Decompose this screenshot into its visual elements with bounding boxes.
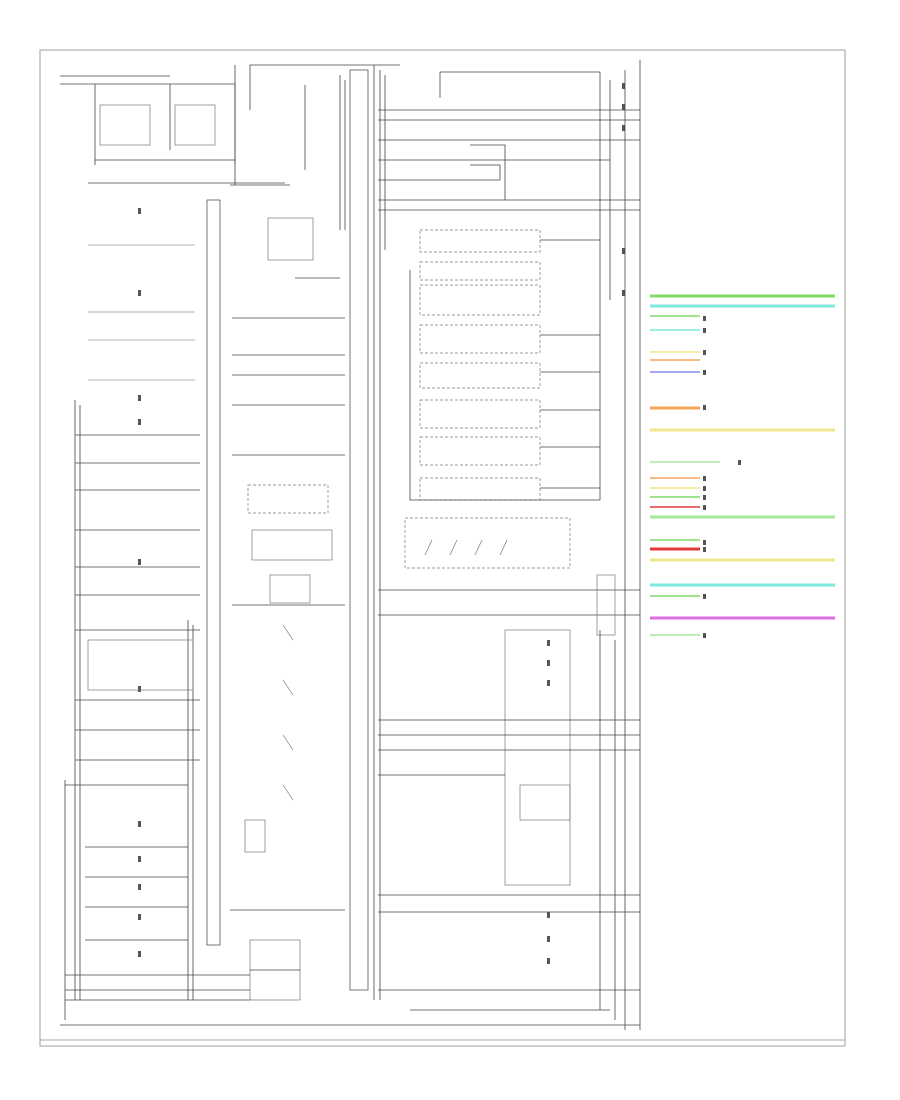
diagram-frame bbox=[39, 49, 846, 1047]
center-left-components bbox=[230, 64, 400, 1001]
right-edge-bus bbox=[624, 60, 641, 1030]
central-harness bbox=[339, 65, 386, 1000]
top-left-switch-group bbox=[60, 75, 285, 184]
module-stack bbox=[409, 229, 600, 501]
left-components bbox=[65, 208, 250, 1001]
left-bus bbox=[64, 400, 194, 1020]
lower-right-unit bbox=[60, 629, 640, 1026]
upper-right-wiring bbox=[378, 71, 640, 500]
color-wire-legend bbox=[650, 294, 835, 638]
relay-box bbox=[378, 517, 640, 636]
left-main-connector bbox=[206, 199, 221, 946]
